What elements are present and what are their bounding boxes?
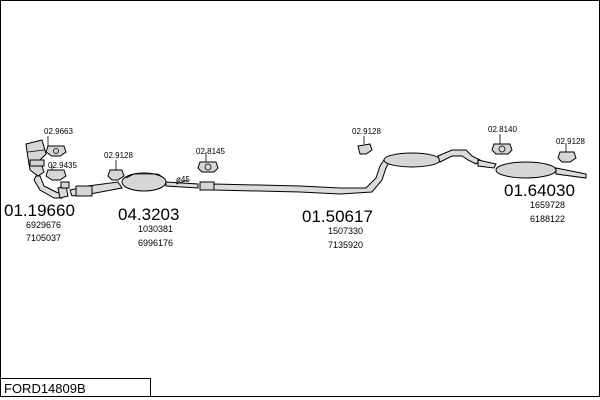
fitting-02-9128-b [357, 143, 373, 155]
leader-lines [47, 134, 567, 185]
catalytic-converter [69, 172, 215, 197]
assembly-ref-2b: 6996176 [138, 238, 173, 248]
diagram-code-box [0, 378, 151, 397]
fitting-02-9663 [45, 145, 67, 157]
fitting-label-02-9128-a: 02.9128 [104, 151, 133, 160]
assembly-ref-3a: 1507330 [328, 226, 363, 236]
assembly-part-no-3: 01.50617 [302, 207, 373, 226]
fitting-label-02-9435: 02.9435 [48, 161, 77, 170]
fitting-02-9128-c [557, 151, 577, 163]
assembly-ref-1b: 7105037 [26, 233, 61, 243]
fitting-label-02-8145: 02.8145 [196, 147, 225, 156]
assembly-part-no-1: 01.19660 [4, 201, 75, 220]
pipe-diameter-label: ø45 [176, 175, 190, 184]
rear-silencer [477, 159, 587, 179]
middle-pipe-silencer [213, 149, 481, 195]
fitting-label-02-9128-c: 02.9128 [556, 137, 585, 146]
fitting-02-8140 [491, 143, 513, 155]
assembly-ref-4b: 6188122 [530, 214, 565, 224]
fitting-02-9128-a [107, 169, 125, 181]
diagram-code: FORD14809B [4, 381, 86, 396]
fitting-label-02-9128-b: 02.9128 [352, 127, 381, 136]
fitting-02-8145 [197, 161, 219, 173]
fitting-02-9435 [45, 169, 70, 189]
assembly-part-no-2: 04.3203 [118, 205, 179, 224]
assembly-ref-1a: 6929676 [26, 220, 61, 230]
assembly-ref-3b: 7135920 [328, 240, 363, 250]
assembly-ref-2a: 1030381 [138, 224, 173, 234]
assembly-part-no-4: 01.64030 [504, 181, 575, 200]
fitting-label-02-8140: 02.8140 [488, 125, 517, 134]
fitting-label-02-9663: 02.9663 [44, 127, 73, 136]
assembly-ref-4a: 1659728 [530, 200, 565, 210]
